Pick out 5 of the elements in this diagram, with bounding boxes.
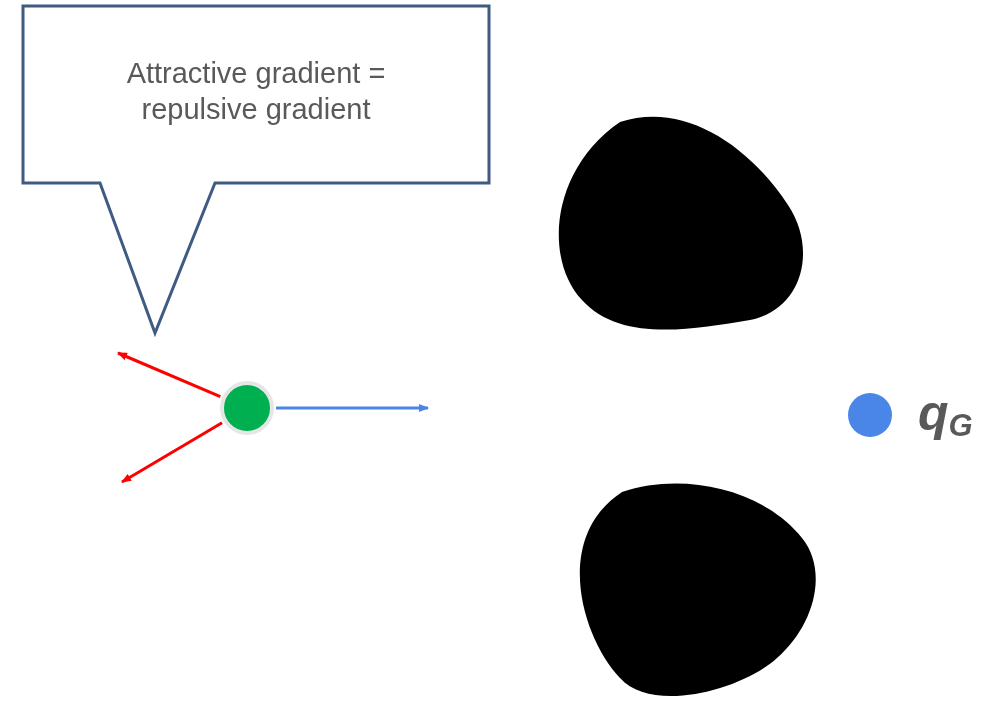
arrow [121, 421, 223, 484]
goal-label: q$_{G}$ [918, 388, 973, 442]
callout-text: Attractive gradient = repulsive gradient [125, 56, 387, 128]
arrow [276, 404, 429, 412]
arrow [117, 351, 221, 398]
